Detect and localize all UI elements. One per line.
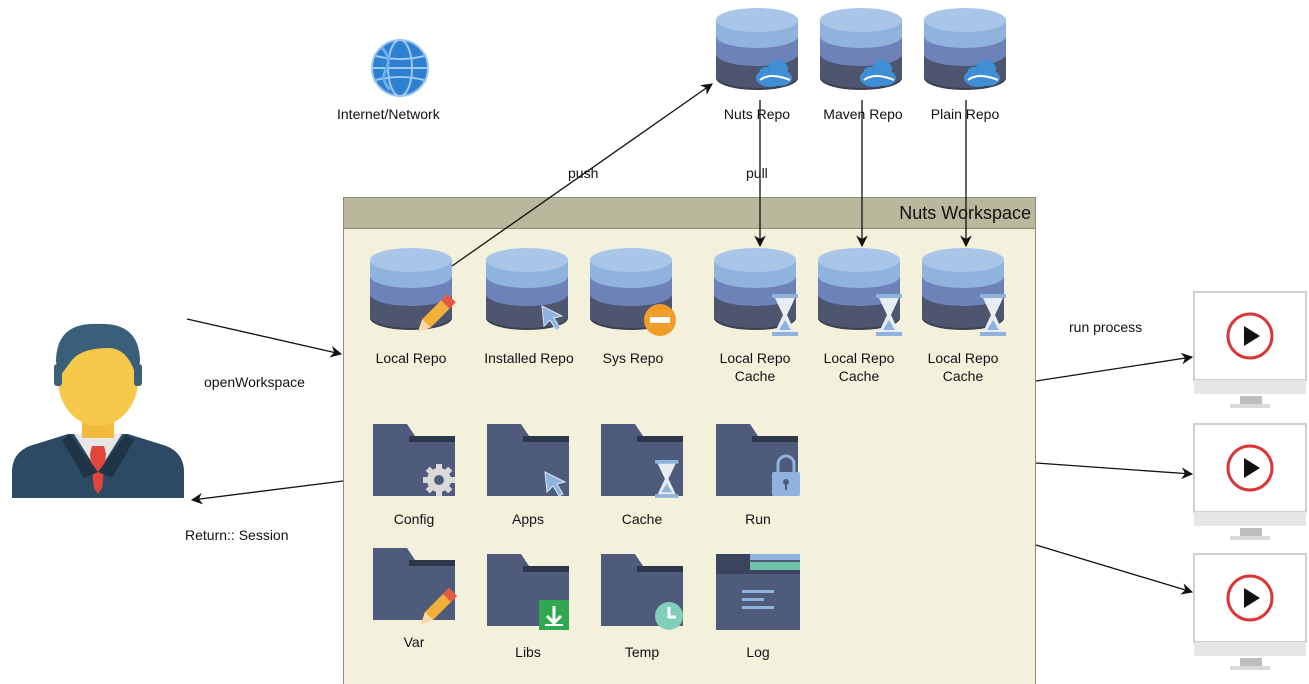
run-process-label: run process [1069,319,1143,335]
run-folder-label: Run [745,511,771,527]
installed-repo-db-icon [486,248,568,331]
open-workspace-label: openWorkspace [204,374,305,390]
config-folder-icon [373,424,455,496]
workspace-title: Nuts Workspace [899,203,1031,223]
process-monitor-icon [1192,290,1308,410]
run-process-edge [1035,352,1194,382]
maven-repo-label: Maven Repo [823,106,903,122]
libs-folder-icon [487,554,569,630]
return-session-label: Return:: Session [185,527,289,543]
sys-repo-db-icon [590,248,676,336]
temp-folder-label: Temp [624,644,660,660]
plain-repo-db-icon [924,8,1006,90]
run-folder-icon [716,424,800,496]
local-repo-cache-db-icon [922,248,1006,336]
run-process-edge [1035,544,1194,595]
return-session-edge [190,480,344,505]
open-workspace-edge [186,318,343,358]
local-repo-cache-db-icon [818,248,902,336]
process-monitor-icon [1192,422,1308,542]
installed-repo-label: Installed Repo [484,350,574,366]
workspace-header: Nuts Workspace [344,198,1035,229]
local-repo-cache-label: Local Repo Cache [719,350,791,384]
maven-repo-db-icon [820,8,902,90]
local-repo-cache-db-icon [714,248,798,336]
apps-folder-icon [487,424,569,497]
workspace-container: Nuts Workspace [343,197,1036,684]
plain-repo-label: Plain Repo [930,106,1000,122]
log-folder-label: Log [746,644,770,660]
log-file-icon [716,554,800,630]
nuts-repo-label: Nuts Repo [723,106,791,122]
local-repo-db-icon [370,248,456,332]
push-edge [451,83,713,267]
local-repo-label: Local Repo [375,350,447,366]
var-folder-icon [373,548,457,624]
globe-icon [371,39,429,97]
local-repo-cache-label: Local Repo Cache [927,350,999,384]
run-process-edge [1035,462,1194,480]
apps-folder-label: Apps [512,511,544,527]
push-label: push [568,165,599,181]
temp-folder-icon [601,554,683,630]
libs-folder-label: Libs [515,644,541,660]
cache-folder-label: Cache [621,511,663,527]
config-folder-label: Config [393,511,435,527]
var-folder-label: Var [403,634,425,650]
businessman-icon [12,323,184,498]
cache-folder-icon [601,424,683,498]
sys-repo-label: Sys Repo [602,350,664,366]
network-label: Internet/Network [337,106,440,122]
nuts-repo-db-icon [716,8,798,90]
local-repo-cache-label: Local Repo Cache [823,350,895,384]
pull-label: pull [746,165,768,181]
process-monitor-icon [1192,552,1308,672]
